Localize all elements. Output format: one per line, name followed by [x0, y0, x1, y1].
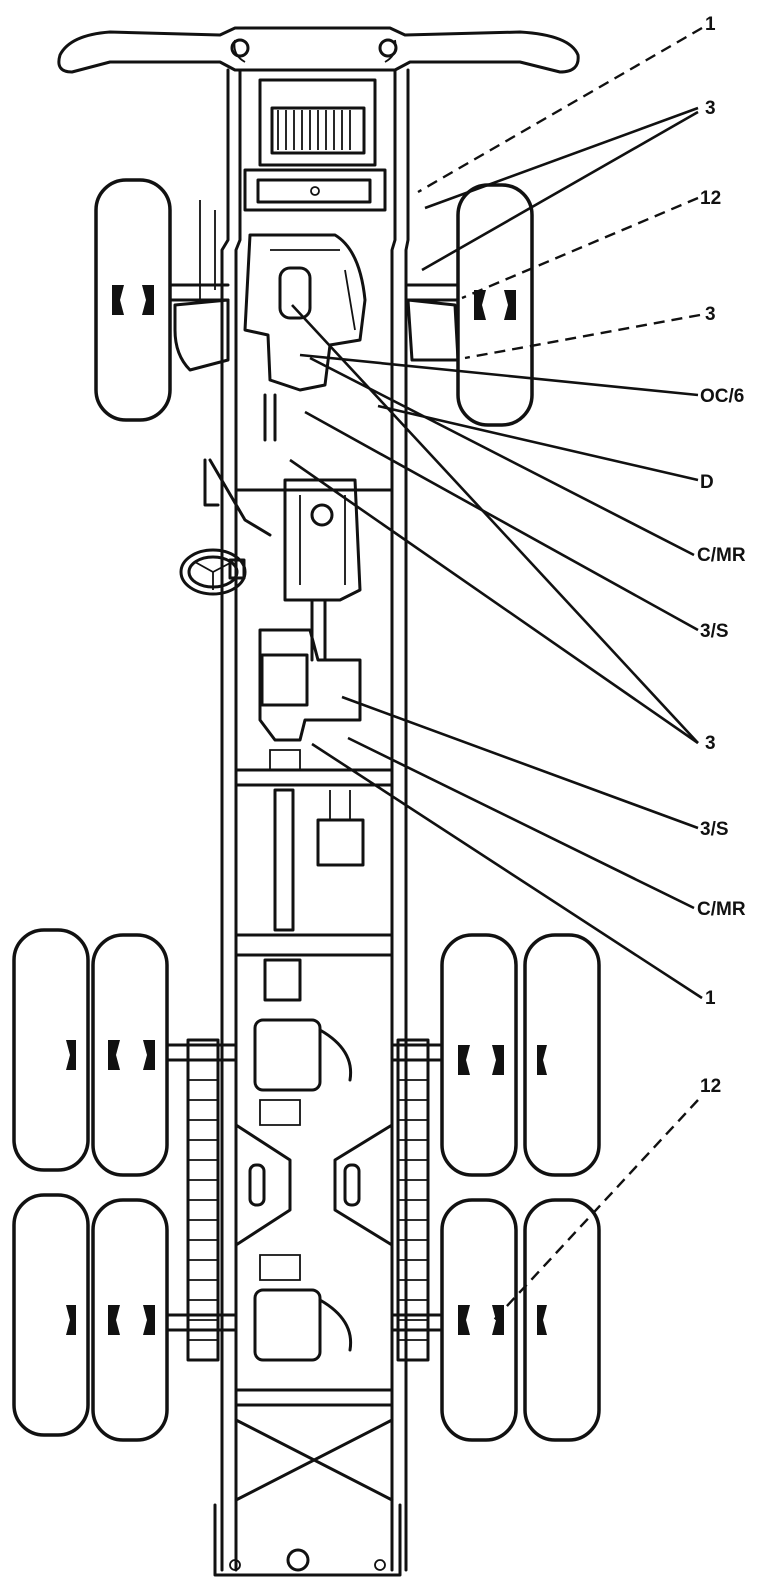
callout-c10: 3/S [700, 819, 729, 840]
rear-right-inner-tire-2 [440, 1198, 518, 1442]
callout-c11: C/MR [697, 899, 746, 920]
callout-c6: D [700, 472, 714, 493]
leader-c7 [309, 356, 695, 557]
leader-c12 [311, 742, 703, 1000]
rear-bumper [213, 1418, 402, 1577]
callout-c3: 12 [700, 188, 721, 209]
callout-c9: 3 [705, 733, 716, 754]
driveshaft [273, 788, 365, 932]
transfer-case [258, 598, 362, 771]
callout-c12: 1 [705, 988, 716, 1009]
leader-c2a [424, 106, 699, 210]
engine-transfer-case [243, 233, 367, 442]
callout-c2: 3 [705, 98, 716, 119]
rear-left-outer-tire-1 [12, 928, 90, 1172]
transmission [203, 458, 362, 602]
leader-c8 [304, 410, 699, 632]
front-bumper [57, 26, 580, 74]
rear-left-outer-tire-2 [12, 1193, 90, 1437]
leader-c9a [291, 304, 699, 744]
front-axle [168, 200, 462, 372]
rear-right-outer-tire-1 [523, 933, 601, 1177]
rear-right-inner-tire-1 [440, 933, 518, 1177]
callout-c7: C/MR [697, 545, 746, 566]
rear-springs [158, 1038, 442, 1362]
leader-c10 [341, 695, 699, 830]
rear-right-outer-tire-2 [523, 1198, 601, 1442]
front-left-tire [94, 178, 172, 422]
steering-wheel [179, 548, 247, 596]
frame-rails [220, 68, 410, 1572]
callout-c13: 12 [700, 1076, 721, 1097]
callout-c5: OC/6 [700, 386, 744, 407]
leader-c11 [347, 736, 695, 910]
leader-c9b [289, 458, 699, 745]
leader-c6 [377, 404, 699, 482]
leader-c3 [461, 196, 699, 300]
rear-crossmember [234, 1123, 394, 1247]
leader-c4 [464, 313, 701, 360]
leader-c2b [421, 110, 699, 272]
rear-differential-forward [253, 958, 353, 1126]
callout-labels: 1 3 12 3 OC/6 D C/MR 3/S 3 3/S C/MR 1 12 [697, 14, 746, 1097]
front-right-tire [456, 183, 534, 427]
leader-c5 [299, 353, 699, 397]
leader-c13 [493, 1099, 699, 1321]
leader-c1 [417, 26, 703, 194]
winch [243, 78, 387, 212]
rear-left-inner-tire-2 [91, 1198, 169, 1442]
rear-left-inner-tire-1 [91, 933, 169, 1177]
callout-leaders [289, 26, 703, 1321]
callout-c1: 1 [705, 14, 716, 35]
callout-c8: 3/S [700, 621, 729, 642]
rear-differential-rear [253, 1254, 353, 1362]
callout-c4: 3 [705, 304, 716, 325]
